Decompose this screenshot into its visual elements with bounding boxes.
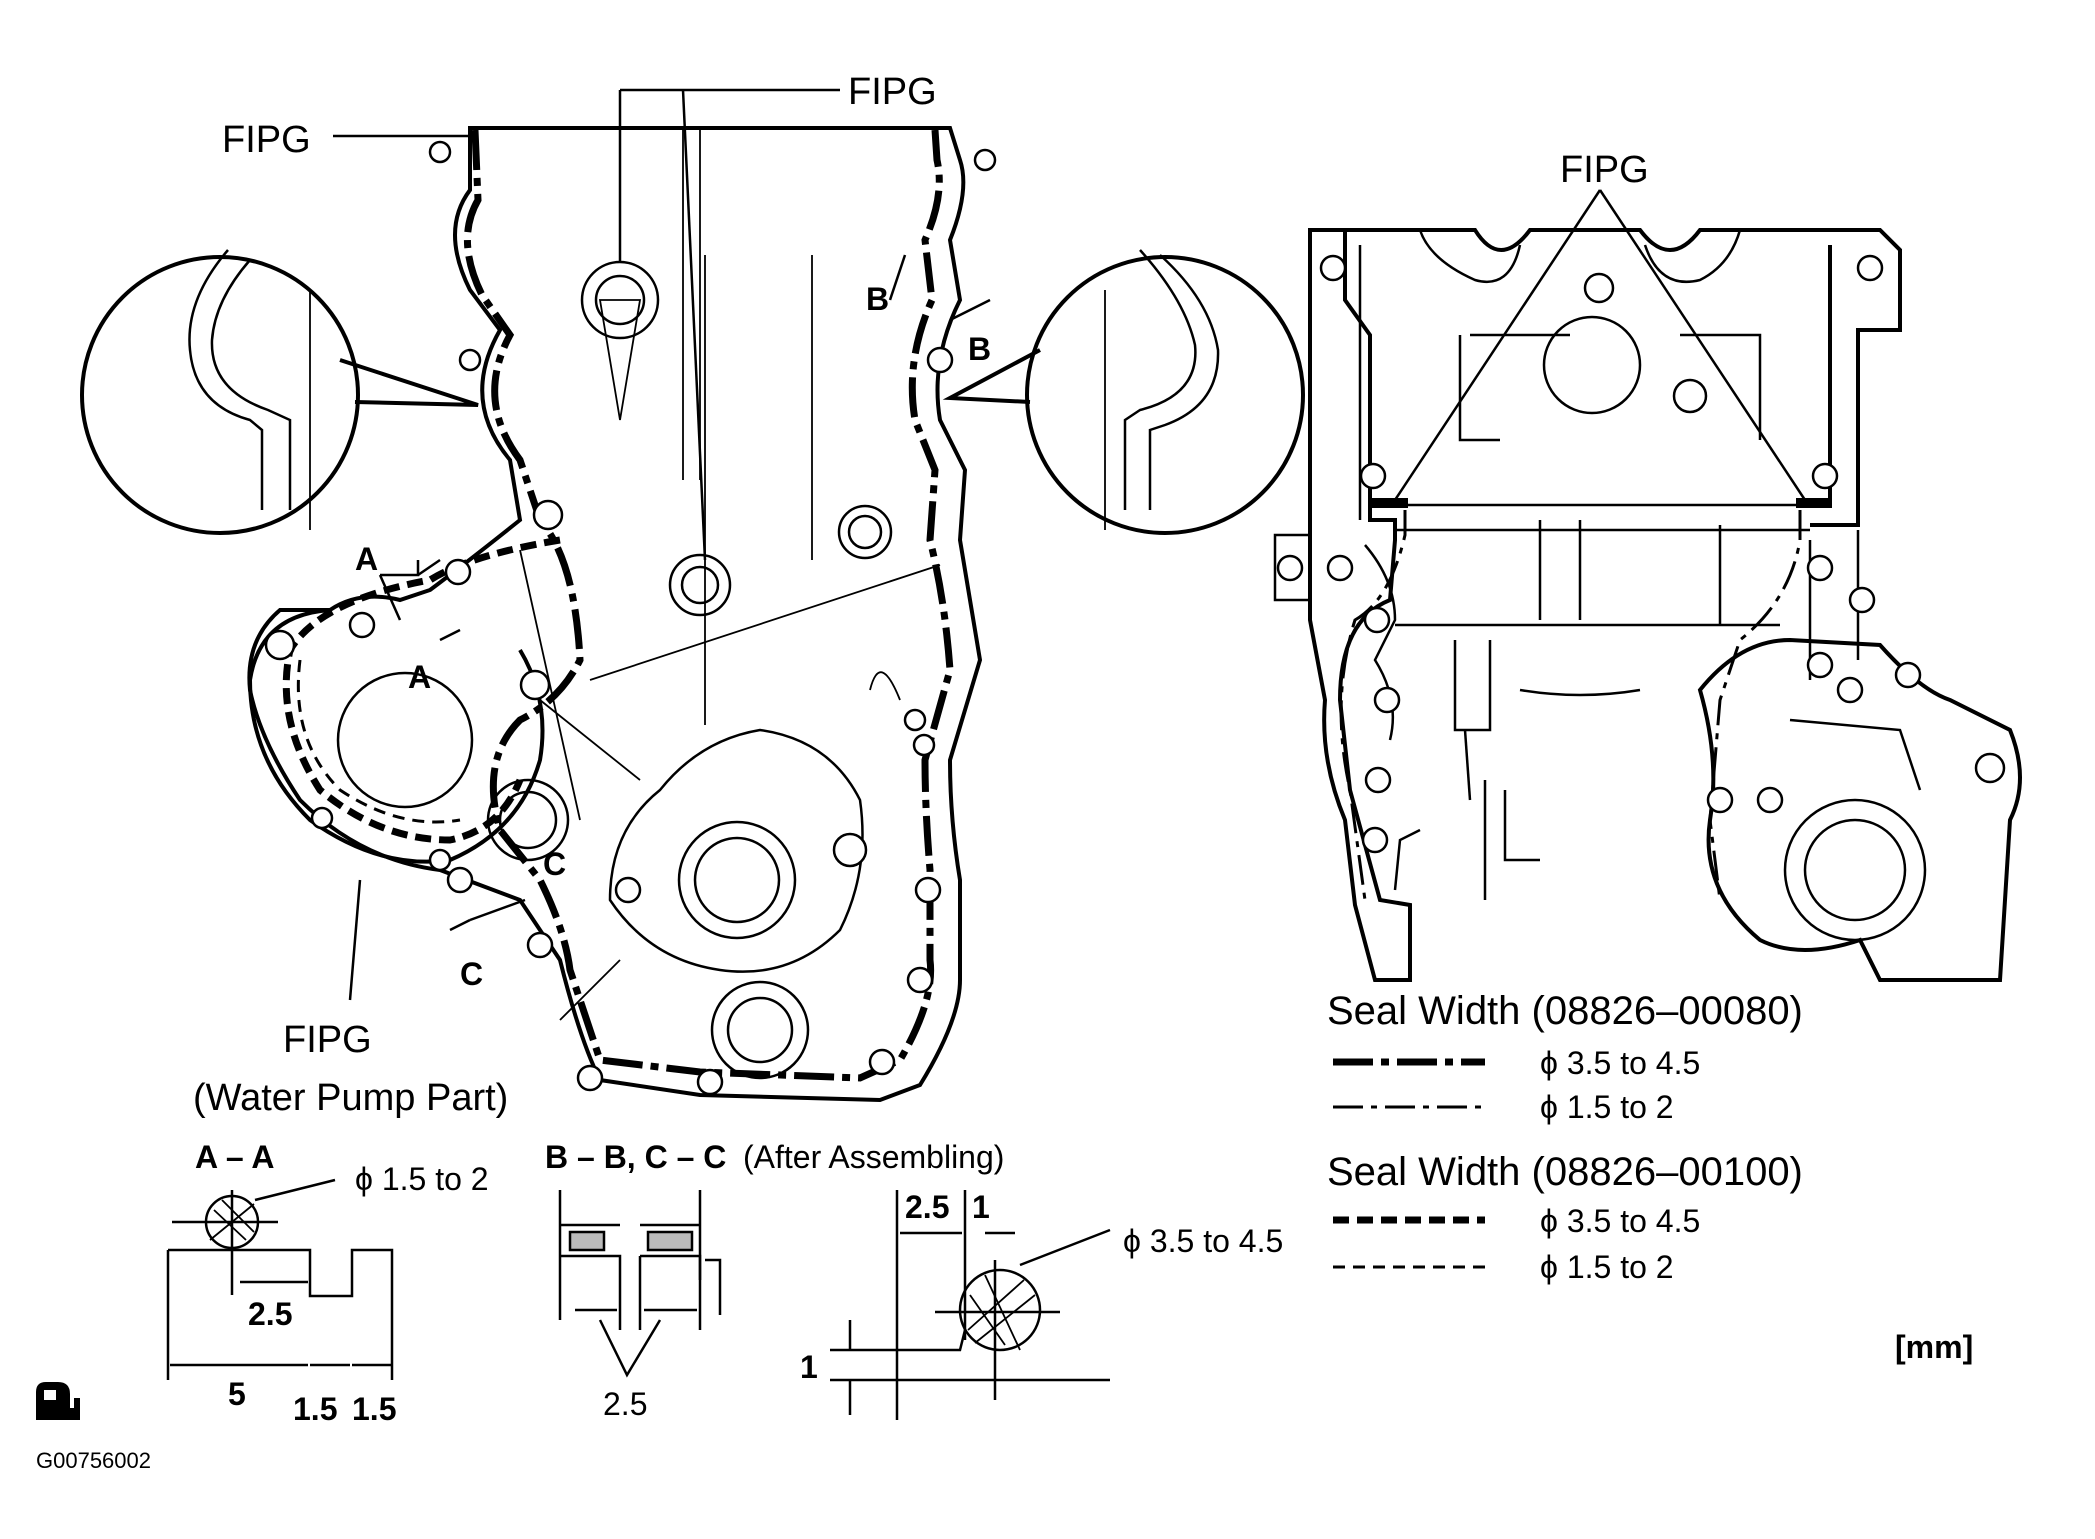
legend-group2-row1: ϕ 3.5 to 4.5 — [1540, 1203, 1700, 1239]
detail-zoom-right — [942, 249, 1305, 535]
section-marker-a-lower: A — [408, 659, 431, 695]
fipg-label-top-left: FIPG — [222, 119, 311, 161]
section-aa-dim-2-5: 2.5 — [248, 1296, 292, 1332]
section-bb-cc-subtitle: (After Assembling) — [743, 1139, 1004, 1175]
seal-width-legend — [1333, 1058, 1485, 1269]
legend-group1-row2: ϕ 1.5 to 2 — [1540, 1089, 1674, 1125]
section-aa-title: A – A — [195, 1139, 274, 1175]
fipg-water-pump-sublabel: (Water Pump Part) — [193, 1077, 508, 1119]
bead-dim-1-top: 1 — [972, 1189, 990, 1225]
detail-zoom-left — [80, 249, 479, 535]
sealant-icon — [36, 1382, 80, 1420]
legend-group2-title: Seal Width (08826–00100) — [1327, 1150, 1803, 1194]
section-marker-c-upper: C — [543, 846, 566, 882]
bead-diameter: ϕ 3.5 to 4.5 — [1123, 1223, 1283, 1259]
bead-dim-2-5: 2.5 — [905, 1189, 949, 1225]
timing-cover-drawing — [247, 126, 997, 1103]
section-aa-drawing — [166, 1178, 394, 1380]
cylinder-block-drawing — [1273, 228, 2022, 982]
bead-dim-1-side: 1 — [800, 1349, 818, 1385]
section-bb-cc-title: B – B, C – C — [545, 1139, 726, 1175]
section-aa-dim-1-5-a: 1.5 — [293, 1391, 337, 1427]
bead-section-drawing — [830, 1190, 1111, 1420]
fipg-water-pump-label: FIPG — [283, 1019, 372, 1061]
fipg-label-top-center: FIPG — [848, 71, 937, 113]
legend-group1-row1: ϕ 3.5 to 4.5 — [1540, 1045, 1700, 1081]
section-marker-b-right: B — [968, 331, 991, 367]
section-aa-dim-5: 5 — [228, 1376, 246, 1412]
legend-group1-title: Seal Width (08826–00080) — [1327, 989, 1803, 1033]
section-bb-cc-dim: 2.5 — [603, 1386, 647, 1422]
section-aa-diameter: ϕ 1.5 to 2 — [355, 1161, 489, 1197]
section-aa-dim-1-5-b: 1.5 — [352, 1391, 396, 1427]
units-label: [mm] — [1895, 1329, 1973, 1365]
leader-lines — [333, 88, 1807, 1001]
section-marker-b-left: B — [866, 281, 889, 317]
fipg-label-right: FIPG — [1560, 149, 1649, 191]
section-marker-c-lower: C — [460, 956, 483, 992]
figure-id: G00756002 — [36, 1448, 151, 1473]
legend-group2-row2: ϕ 1.5 to 2 — [1540, 1249, 1674, 1285]
section-marker-a-upper: A — [355, 541, 378, 577]
section-bb-cc-drawing — [558, 1190, 722, 1378]
